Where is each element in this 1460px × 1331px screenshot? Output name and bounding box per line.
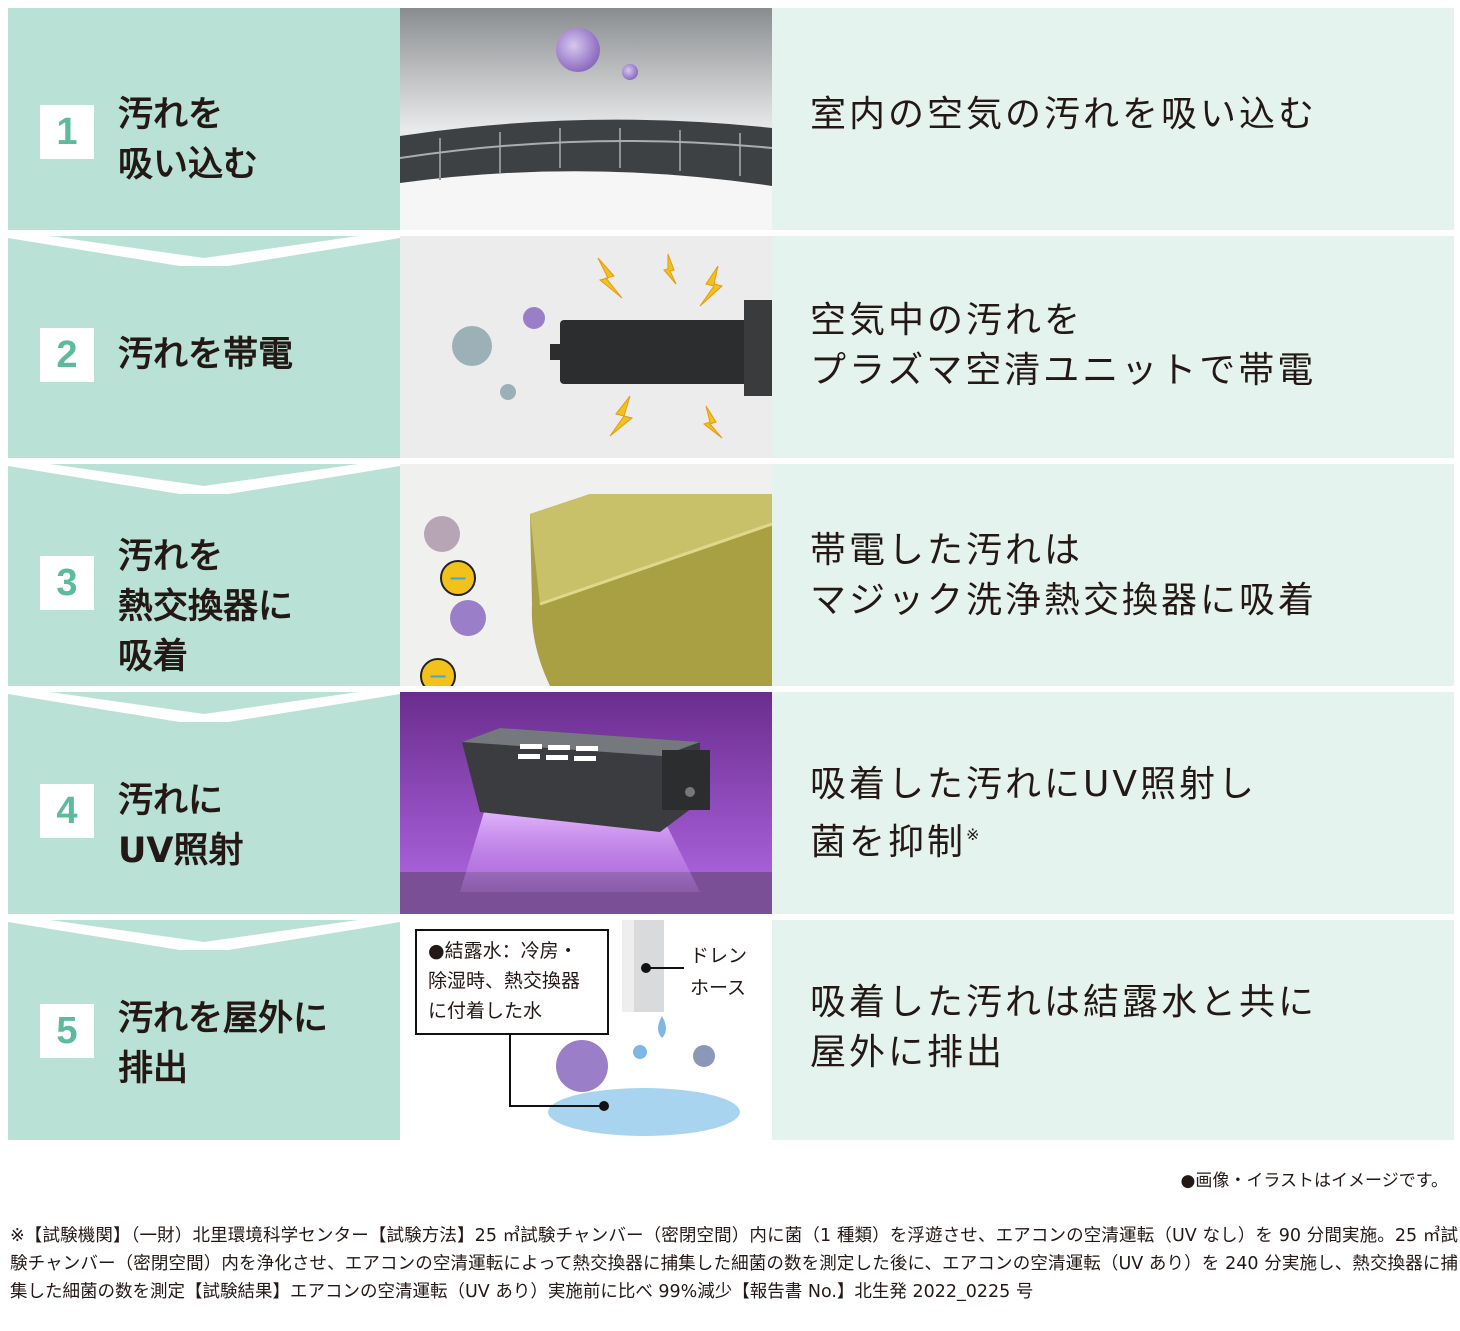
lightning-icon <box>702 405 723 439</box>
aircon-intake-illustration <box>400 8 772 230</box>
heat-exchanger-illustration: − − <box>400 464 772 686</box>
minus-label: − <box>448 564 468 592</box>
step-description: 帯電した汚れは マジック洗浄熱交換器に吸着 <box>810 530 1318 621</box>
step-title: 汚れを帯電 <box>118 335 294 375</box>
uv-unit-illustration <box>400 692 772 914</box>
step-description: 室内の空気の汚れを吸い込む <box>810 94 1318 135</box>
step-number: 5 <box>40 1004 94 1058</box>
step-2-description-panel: 空気中の汚れを プラズマ空清ユニットで帯電 <box>772 236 1454 458</box>
virus-icon <box>450 600 486 636</box>
lightning-icon <box>597 257 623 299</box>
step-4-title-panel: 4 汚れに UV照射 <box>8 692 400 914</box>
step-title: 汚れに UV照射 <box>118 781 244 871</box>
water-drop-icon <box>633 1045 647 1059</box>
step-2-title-panel: 2 汚れを帯電 <box>8 236 400 458</box>
virus-icon <box>452 326 492 366</box>
virus-icon <box>693 1045 715 1067</box>
step-2-image <box>400 236 772 458</box>
chevron-down-icon <box>8 914 400 950</box>
step-title: 汚れを屋外に 排出 <box>118 999 329 1089</box>
chevron-down-icon <box>8 686 400 722</box>
virus-icon <box>500 384 516 400</box>
step-4-image <box>400 692 772 914</box>
minus-charge-icon <box>440 560 476 596</box>
lightning-icon <box>609 395 634 437</box>
virus-icon <box>556 1040 608 1092</box>
minus-label: − <box>428 662 448 686</box>
step-number: 3 <box>40 556 94 610</box>
drain-hose-label: ドレン ホース <box>690 945 748 999</box>
step-number: 2 <box>40 328 94 382</box>
chevron-down-icon <box>8 230 400 266</box>
step-description: 吸着した汚れにUV照射し 菌を抑制※ <box>810 764 1257 863</box>
step-3-description-panel: 帯電した汚れは マジック洗浄熱交換器に吸着 <box>772 464 1454 686</box>
lightning-icon <box>699 265 724 307</box>
lightning-icon <box>663 253 677 285</box>
virus-icon <box>556 28 600 72</box>
water-puddle <box>548 1088 740 1136</box>
footnote: ※【試験機関】（一財）北里環境科学センター【試験方法】25 ㎥試験チャンバー（密… <box>10 1226 1458 1302</box>
virus-icon <box>622 64 638 80</box>
step-1-description-panel: 室内の空気の汚れを吸い込む <box>772 8 1454 230</box>
step-4-description-panel: 吸着した汚れにUV照射し 菌を抑制※ <box>772 692 1454 914</box>
step-5-description-panel: 吸着した汚れは結露水と共に 屋外に排出 <box>772 920 1454 1140</box>
minus-charge-icon <box>420 658 456 686</box>
water-drop-icon <box>658 1016 666 1038</box>
drain-illustration <box>415 920 740 1136</box>
step-description: 空気中の汚れを プラズマ空清ユニットで帯電 <box>810 300 1317 391</box>
condensation-label-box <box>415 929 609 1035</box>
step-1-image <box>400 8 772 230</box>
footnote-mark: ※ <box>966 825 980 844</box>
step-title: 汚れを 熱交換器に 吸着 <box>118 537 294 677</box>
step-1-title-panel: 1 汚れを 吸い込む <box>8 8 400 230</box>
step-number: 1 <box>40 105 94 159</box>
virus-icon <box>523 307 545 329</box>
step-title: 汚れを 吸い込む <box>118 95 259 185</box>
step-5-title-panel: 5 汚れを屋外に 排出 <box>8 920 400 1140</box>
step-5-image: ●結露水：冷房・ 除湿時、熱交換器 に付着した水 ドレン ホース <box>400 920 772 1140</box>
step-3-image: − − <box>400 464 772 686</box>
condensation-label: ●結露水：冷房・ 除湿時、熱交換器 に付着した水 <box>428 940 581 1022</box>
virus-icon <box>424 516 460 552</box>
image-note: ●画像・イラストはイメージです。 <box>1180 1171 1448 1191</box>
step-3-title-panel: 3 汚れを 熱交換器に 吸着 <box>8 464 400 686</box>
step-number: 4 <box>40 784 94 838</box>
step-description: 吸着した汚れは結露水と共に 屋外に排出 <box>810 982 1318 1073</box>
plasma-unit-illustration <box>400 236 772 458</box>
chevron-down-icon <box>8 458 400 494</box>
